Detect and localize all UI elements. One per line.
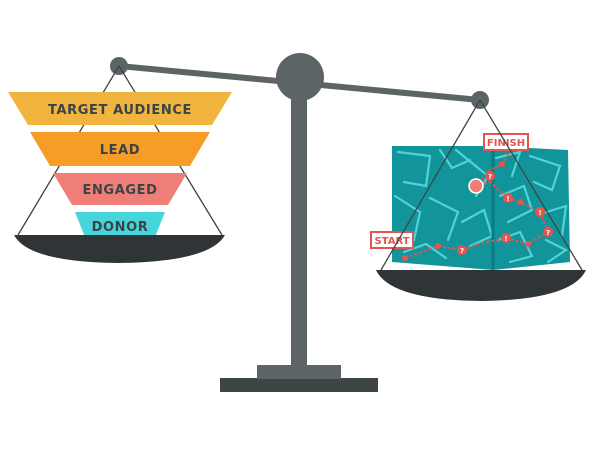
maze-marker: ?	[543, 227, 553, 237]
funnel-stage-target-audience	[8, 92, 232, 125]
maze-marker: !	[535, 207, 545, 217]
scale-column	[291, 98, 307, 366]
funnel-stage-lead	[30, 132, 210, 166]
funnel: TARGET AUDIENCE LEAD ENGAGED DONOR	[8, 92, 232, 237]
left-pan	[14, 235, 225, 263]
finish-tag: FINISH	[483, 133, 529, 151]
svg-text:?: ?	[460, 247, 464, 255]
path-dot	[525, 241, 531, 247]
path-dot	[499, 161, 505, 167]
start-tag: START	[370, 231, 414, 249]
funnel-label-engaged: ENGAGED	[82, 183, 157, 198]
path-dot	[517, 199, 523, 205]
scale-base-step	[257, 365, 341, 379]
funnel-stage-engaged	[53, 173, 187, 205]
svg-text:!: !	[504, 235, 507, 243]
maze-marker: ?	[457, 245, 467, 255]
funnel-label-donor: DONOR	[92, 220, 149, 235]
maze-box: ? ! ? ! ? !	[392, 146, 570, 270]
right-pan-strings	[380, 99, 583, 271]
scale-pivot	[276, 53, 324, 101]
right-pan	[376, 270, 586, 301]
path-dot	[402, 255, 408, 261]
funnel-stage-donor	[75, 212, 165, 237]
path-dot	[435, 243, 441, 249]
svg-text:!: !	[538, 209, 541, 217]
svg-text:!: !	[506, 195, 509, 203]
path-current-position	[468, 178, 484, 194]
maze-marker: !	[501, 233, 511, 243]
maze-box-body	[392, 146, 570, 270]
svg-text:?: ?	[488, 173, 492, 181]
funnel-label-target-audience: TARGET AUDIENCE	[48, 103, 192, 118]
svg-text:?: ?	[546, 229, 550, 237]
maze-marker: ?	[485, 171, 495, 181]
scale-base	[220, 378, 378, 392]
maze-marker: !	[503, 193, 513, 203]
funnel-label-lead: LEAD	[100, 143, 140, 158]
start-label: START	[374, 236, 409, 247]
scale-stand	[220, 98, 378, 392]
